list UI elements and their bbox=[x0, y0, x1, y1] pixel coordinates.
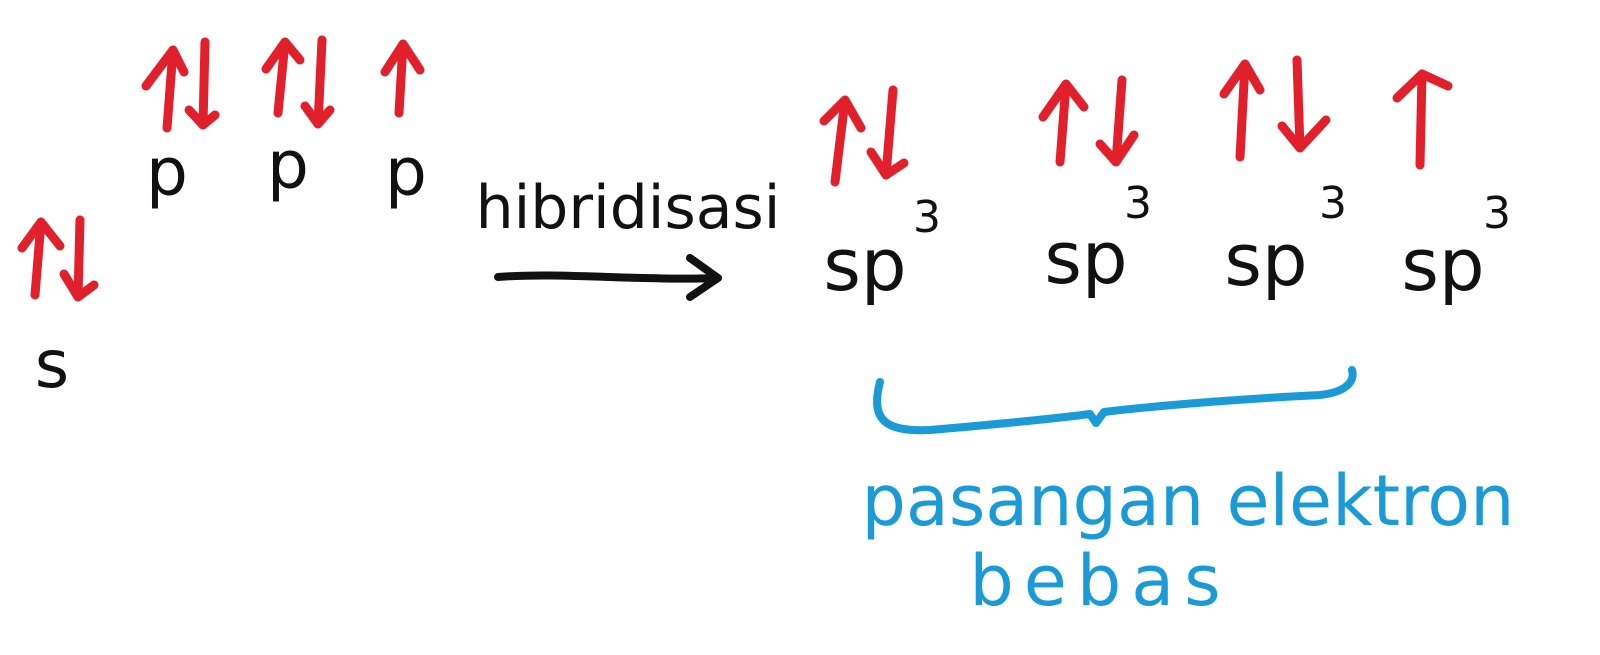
orbital-s: s bbox=[17, 215, 99, 403]
annotation-line-2: bebas bbox=[969, 540, 1230, 622]
spin-up-arrow bbox=[1392, 69, 1453, 170]
orbital-superscript: 3 bbox=[1319, 178, 1347, 229]
orbital-label-s: s bbox=[35, 326, 69, 403]
orbital-label-sp: sp bbox=[1224, 218, 1307, 302]
spin-up-arrow bbox=[1219, 59, 1265, 162]
orbital-label-sp: sp bbox=[1044, 216, 1127, 300]
orbital-superscript: 3 bbox=[1124, 178, 1152, 229]
orbital-superscript: 3 bbox=[913, 192, 941, 243]
lone-pair-annotation: pasangan elektron bebas bbox=[861, 366, 1515, 622]
orbital-sp3-2: sp 3 bbox=[1038, 75, 1152, 300]
spin-up-arrow bbox=[17, 217, 65, 300]
orbital-sp3-3: sp 3 bbox=[1219, 55, 1347, 302]
orbital-sp3-1: sp 3 bbox=[819, 85, 941, 307]
orbital-label-sp: sp bbox=[1401, 223, 1484, 307]
spin-up-arrow bbox=[1038, 79, 1089, 167]
spin-down-arrow bbox=[184, 37, 220, 130]
reaction-arrow: hibridisasi bbox=[476, 173, 781, 301]
electron-pair bbox=[141, 37, 220, 133]
electron-pair bbox=[1038, 75, 1139, 167]
orbital-p-3: p bbox=[380, 39, 427, 211]
spin-up-arrow bbox=[141, 45, 189, 133]
orbital-label-p: p bbox=[267, 127, 309, 204]
spin-up-arrow bbox=[261, 37, 305, 118]
arrow-label: hibridisasi bbox=[476, 173, 781, 243]
spin-down-arrow bbox=[1095, 75, 1139, 167]
spin-down-arrow bbox=[59, 215, 99, 302]
spin-down-arrow bbox=[300, 35, 335, 129]
electron-pair bbox=[17, 215, 99, 302]
orbital-p-1: p bbox=[141, 37, 220, 211]
electron-single bbox=[1392, 69, 1453, 170]
spin-down-arrow bbox=[866, 85, 909, 180]
orbital-superscript: 3 bbox=[1483, 188, 1511, 239]
orbital-label-p: p bbox=[146, 134, 188, 211]
curly-brace bbox=[873, 366, 1357, 435]
electron-pair bbox=[819, 85, 909, 187]
orbital-p-2: p bbox=[261, 35, 335, 204]
long-arrow bbox=[494, 254, 722, 301]
spin-up-arrow bbox=[819, 95, 866, 187]
orbital-label-p: p bbox=[385, 134, 427, 211]
electron-pair bbox=[1219, 55, 1331, 162]
electron-pair bbox=[261, 35, 335, 129]
orbital-label-sp: sp bbox=[823, 223, 906, 307]
spin-down-arrow bbox=[1277, 55, 1331, 153]
annotation-line-1: pasangan elektron bbox=[861, 460, 1514, 542]
orbital-sp3-4: sp 3 bbox=[1392, 69, 1511, 307]
electron-single bbox=[380, 39, 425, 118]
spin-up-arrow bbox=[380, 39, 425, 118]
